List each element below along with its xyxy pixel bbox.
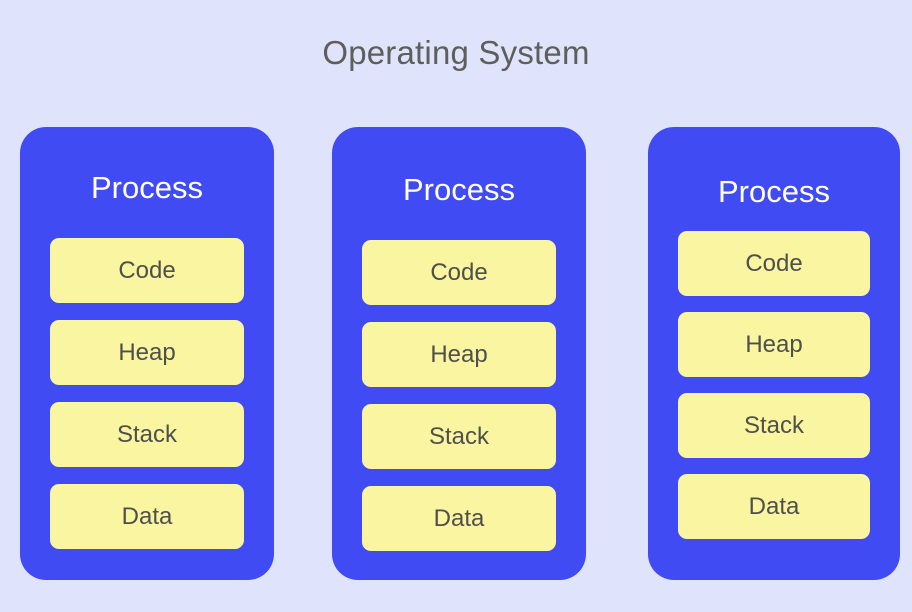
process-list: Process Code Heap Stack Data Process Cod… bbox=[0, 127, 912, 582]
memory-segment-list: Code Heap Stack Data bbox=[362, 240, 556, 551]
memory-segment-stack[interactable]: Stack bbox=[362, 404, 556, 469]
process-card[interactable]: Process Code Heap Stack Data bbox=[20, 127, 274, 580]
process-label: Process bbox=[91, 170, 203, 205]
process-card[interactable]: Process Code Heap Stack Data bbox=[648, 127, 900, 580]
memory-segment-code[interactable]: Code bbox=[362, 240, 556, 305]
memory-segment-stack[interactable]: Stack bbox=[678, 393, 870, 458]
memory-segment-heap[interactable]: Heap bbox=[678, 312, 870, 377]
memory-segment-list: Code Heap Stack Data bbox=[678, 231, 870, 539]
page-title: Operating System bbox=[322, 34, 590, 71]
process-card[interactable]: Process Code Heap Stack Data bbox=[332, 127, 586, 580]
memory-segment-data[interactable]: Data bbox=[678, 474, 870, 539]
process-label: Process bbox=[718, 174, 830, 209]
memory-segment-list: Code Heap Stack Data bbox=[50, 238, 244, 549]
memory-segment-code[interactable]: Code bbox=[50, 238, 244, 303]
memory-segment-code[interactable]: Code bbox=[678, 231, 870, 296]
memory-segment-data[interactable]: Data bbox=[362, 486, 556, 551]
memory-segment-stack[interactable]: Stack bbox=[50, 402, 244, 467]
memory-segment-heap[interactable]: Heap bbox=[50, 320, 244, 385]
memory-segment-heap[interactable]: Heap bbox=[362, 322, 556, 387]
memory-segment-data[interactable]: Data bbox=[50, 484, 244, 549]
process-label: Process bbox=[403, 172, 515, 207]
